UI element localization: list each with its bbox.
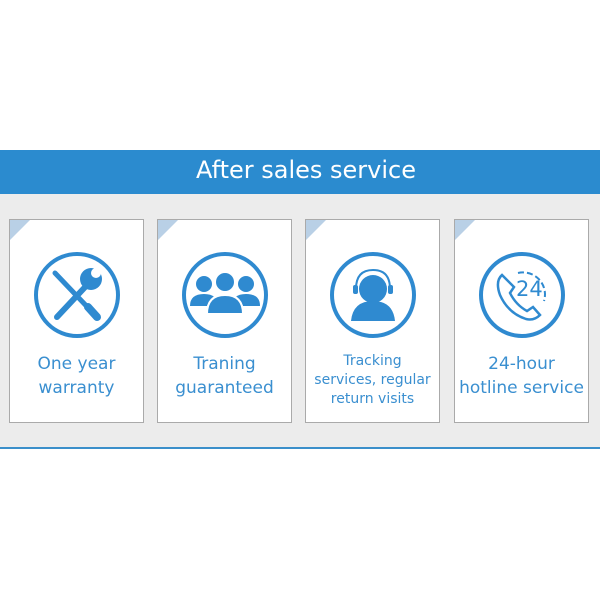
corner-decoration	[306, 220, 326, 240]
svg-text:24: 24	[516, 277, 543, 301]
corner-decoration	[158, 220, 178, 240]
headset-icon	[330, 252, 416, 338]
corner-decoration	[10, 220, 30, 240]
corner-decoration	[455, 220, 475, 240]
page-title: After sales service	[196, 156, 417, 184]
header-banner: After sales service	[0, 150, 600, 194]
group-icon	[182, 252, 268, 338]
tools-icon	[34, 252, 120, 338]
phone-24-icon: 24	[479, 252, 565, 338]
